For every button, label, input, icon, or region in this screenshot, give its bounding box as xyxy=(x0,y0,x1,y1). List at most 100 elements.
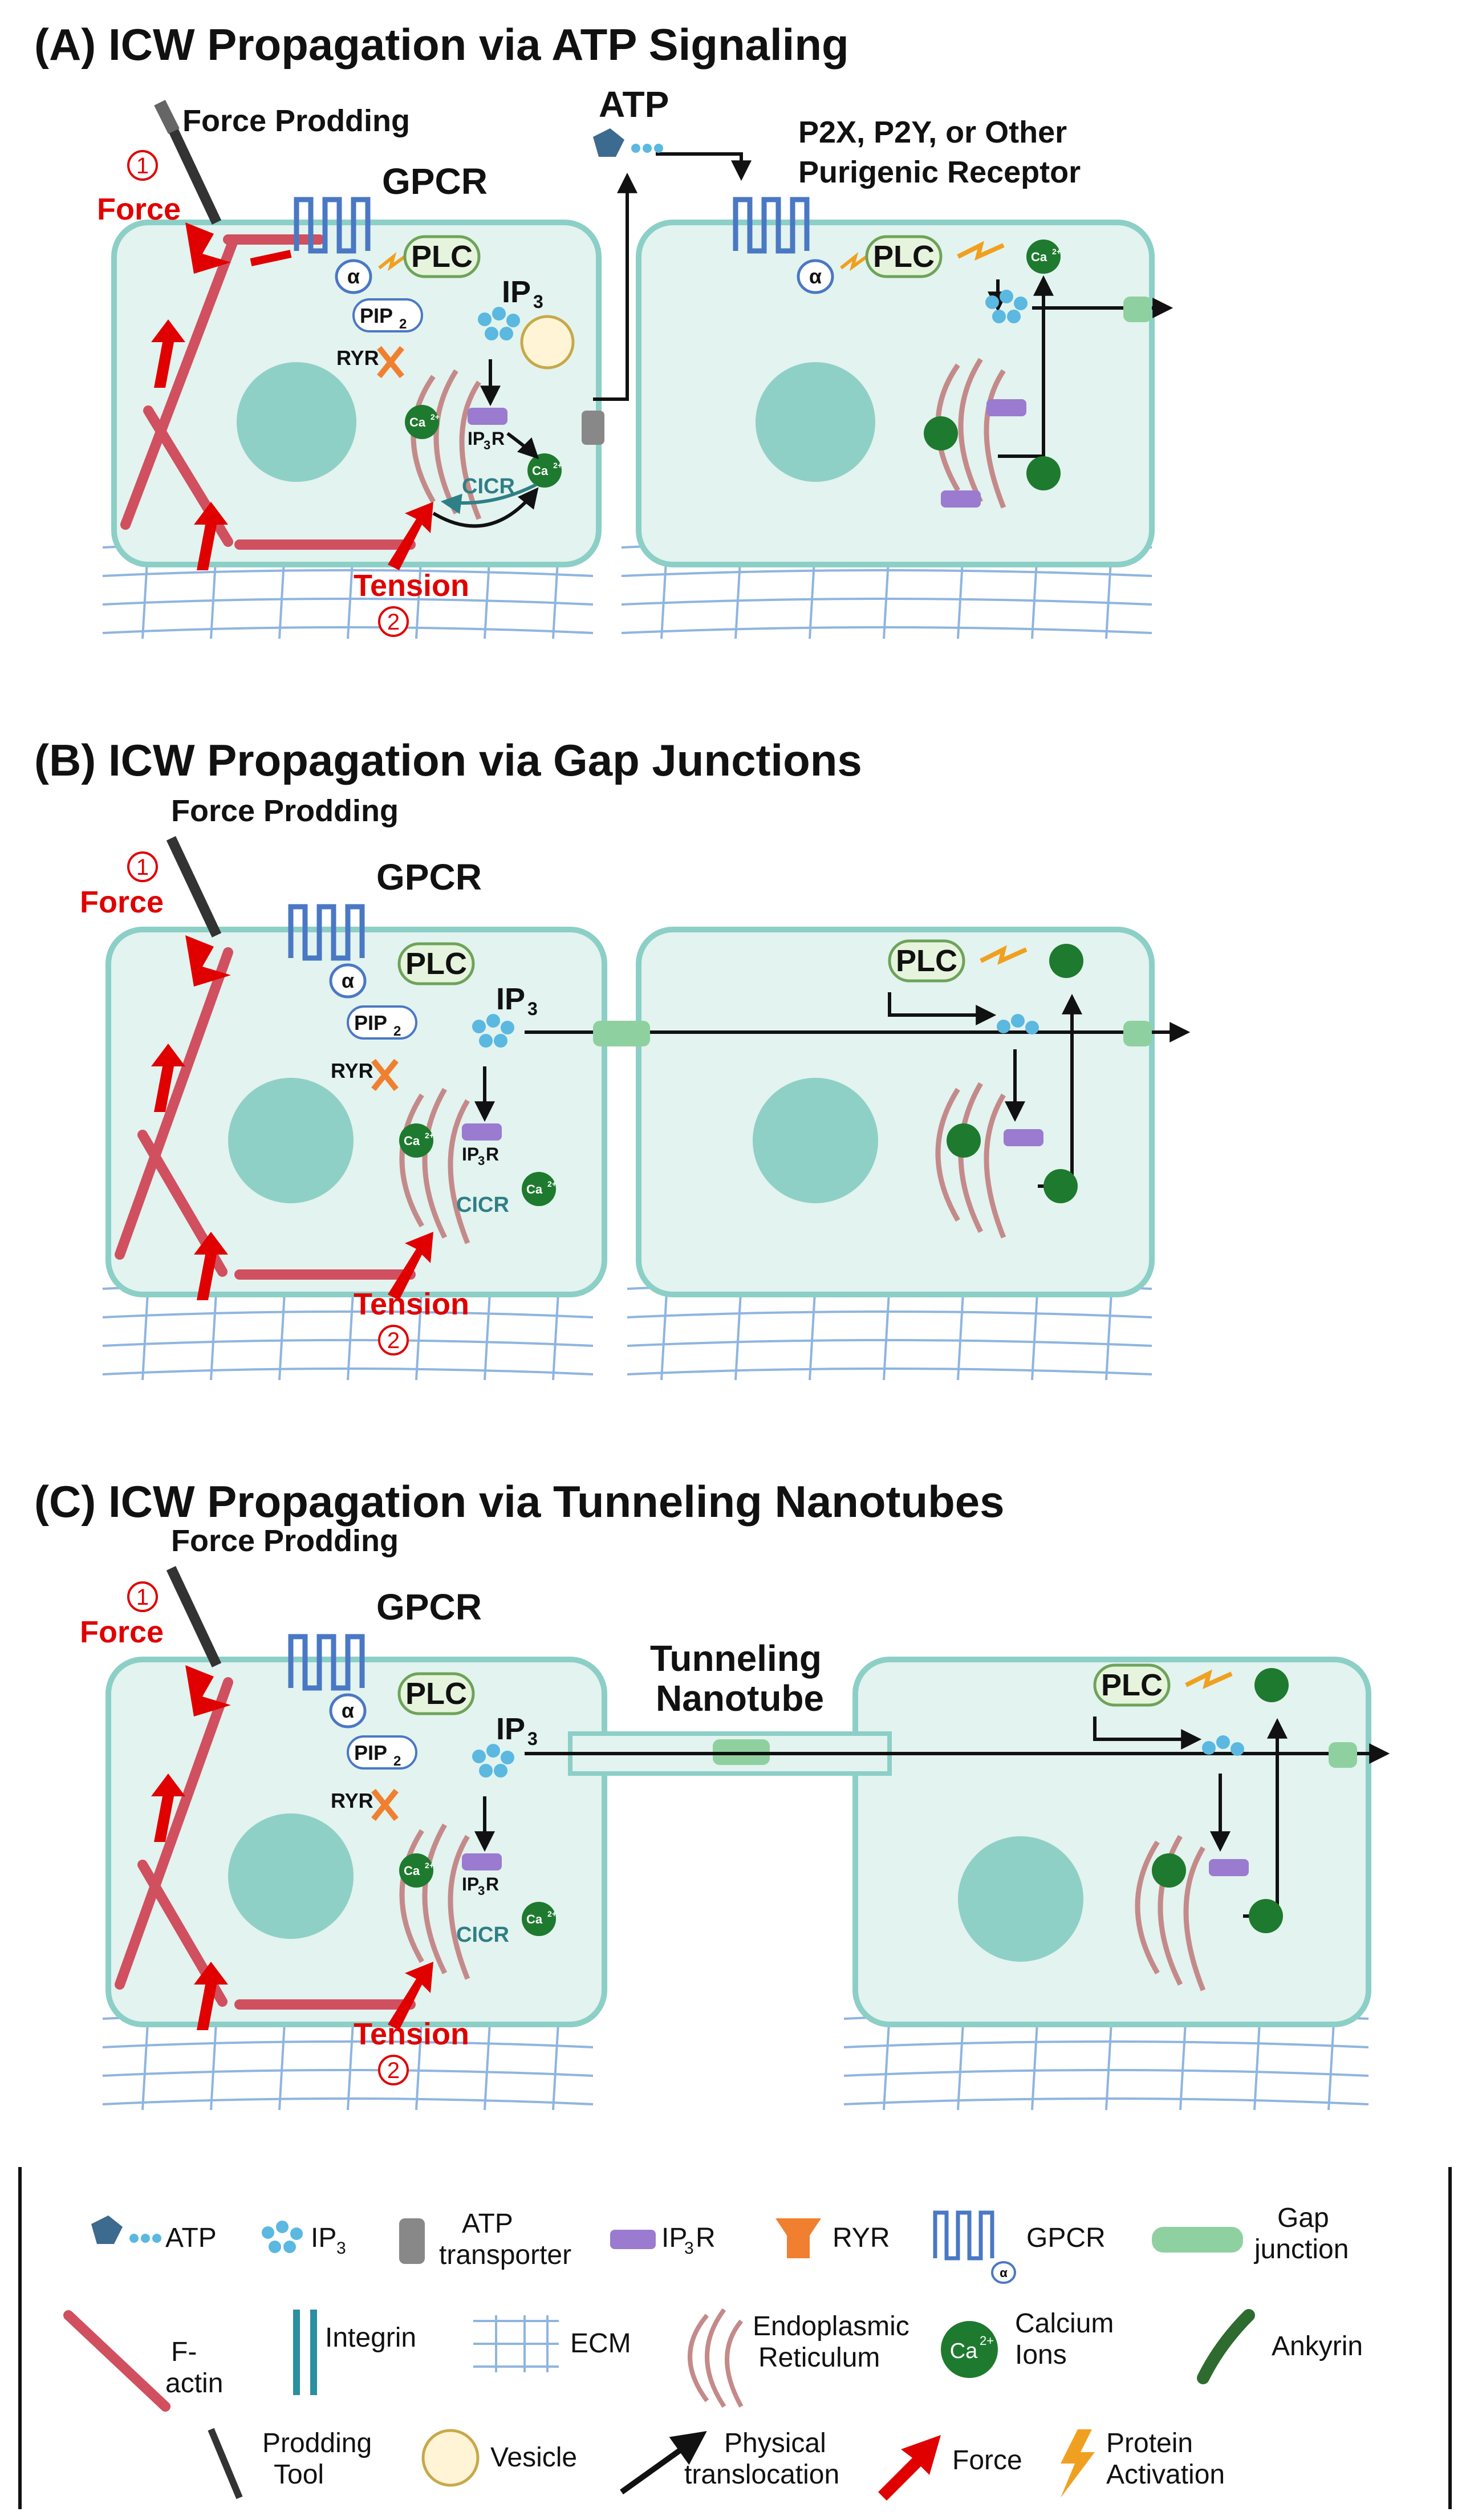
plc-enzyme xyxy=(1093,1663,1171,1707)
calcium-ion xyxy=(1249,1899,1283,1933)
ca-label: Ca xyxy=(532,464,549,478)
legend-ankyrin-icon xyxy=(1197,2309,1255,2384)
ip3r-suffix: R xyxy=(486,1144,499,1164)
ryr-channel xyxy=(371,1788,399,1821)
gap-junction xyxy=(1123,297,1152,322)
legend-ip3-sub: 3 xyxy=(336,2239,346,2258)
legend-g-alpha: α xyxy=(1000,2266,1008,2280)
plc-label: PLC xyxy=(1101,1668,1163,1702)
tension-label: Tension xyxy=(354,2017,469,2051)
legend-ankyrin: Ankyrin xyxy=(1272,2331,1363,2361)
legend-translocation-icon xyxy=(620,2431,707,2495)
calcium-ion xyxy=(1049,944,1083,978)
tension-label: Tension xyxy=(354,1287,469,1321)
gpcr-receptor xyxy=(294,197,371,254)
pip2-sub: 2 xyxy=(399,316,407,332)
force-prodding-label: Force Prodding xyxy=(171,1524,399,1558)
ca-sup: 2+ xyxy=(431,412,440,421)
ip3-label: IP xyxy=(496,982,525,1016)
legend: ATP IP 3 ATP transporter IP 3 R RYR α GP… xyxy=(18,2167,1452,2509)
g-alpha-label: α xyxy=(342,969,354,992)
step-2-marker xyxy=(378,606,409,637)
ca-label: Ca xyxy=(404,1864,420,1878)
tension-label: Tension xyxy=(354,569,469,603)
ryr-label: RYR xyxy=(331,1059,373,1082)
force-arrow xyxy=(151,935,433,1300)
legend-vesicle: Vesicle xyxy=(490,2442,577,2473)
gpcr-receptor xyxy=(288,1634,365,1691)
legend-f-actin-icon xyxy=(63,2310,170,2412)
legend-gap-junction-icon xyxy=(1152,2227,1243,2253)
ip3r-suffix: R xyxy=(492,428,505,449)
atp-label: ATP xyxy=(599,84,669,125)
gpcr-receptor xyxy=(288,904,365,961)
ip3r-suffix: R xyxy=(486,1874,499,1894)
nucleus xyxy=(237,362,356,482)
legend-gap-junction-1: Gap xyxy=(1277,2203,1329,2233)
legend-atp: ATP xyxy=(165,2223,217,2253)
pip2-label: PIP xyxy=(360,304,393,327)
legend-calcium-icon xyxy=(941,2321,998,2378)
step-1-number: 1 xyxy=(136,153,149,178)
legend-vesicle-icon xyxy=(421,2429,480,2487)
force-arrow xyxy=(151,222,433,570)
ca-label: Ca xyxy=(1031,250,1047,264)
vesicle xyxy=(520,315,575,370)
nanotube-label-line1: Tunneling xyxy=(650,1638,822,1679)
calcium-ion xyxy=(405,405,439,439)
calcium-ion xyxy=(924,416,958,451)
ip3r-channel xyxy=(941,490,981,508)
legend-er-2: Reticulum xyxy=(758,2343,880,2373)
atp-transporter xyxy=(582,411,604,445)
legend-ca: Ca xyxy=(950,2339,978,2363)
legend-force-icon xyxy=(878,2435,941,2501)
legend-ryr-icon xyxy=(775,2218,821,2258)
gap-junction xyxy=(593,1021,650,1046)
step-1-marker xyxy=(127,851,158,882)
step-1-number: 1 xyxy=(136,1585,149,1610)
step-2-number: 2 xyxy=(387,610,400,635)
legend-prodding-tool-icon xyxy=(208,2428,243,2499)
pip2-label: PIP xyxy=(354,1011,387,1034)
legend-gpcr: GPCR xyxy=(1026,2223,1106,2253)
legend-ip3r: IP xyxy=(661,2223,687,2253)
ryr-channel xyxy=(371,1058,399,1091)
legend-gpcr-icon xyxy=(933,2210,994,2261)
ca-label: Ca xyxy=(409,415,426,429)
ip3-cluster xyxy=(472,1014,514,1048)
ip3-cluster xyxy=(1202,1735,1244,1756)
ip3-sub: 3 xyxy=(533,291,543,312)
endoplasmic-reticulum xyxy=(399,1823,1206,1991)
nucleus xyxy=(756,362,875,482)
ca-label: Ca xyxy=(526,1182,543,1196)
ip3-cluster xyxy=(997,1014,1039,1034)
gpcr-label: GPCR xyxy=(376,857,482,898)
ip3r-channel xyxy=(468,408,507,425)
step-2-number: 2 xyxy=(387,1328,400,1353)
legend-ip3r-icon xyxy=(610,2230,656,2249)
calcium-ion xyxy=(1152,1853,1186,1888)
activation-bolt xyxy=(980,945,1028,965)
force-label: Force xyxy=(80,885,164,919)
calcium-ion xyxy=(1254,1668,1289,1702)
legend-ip3: IP xyxy=(311,2223,336,2253)
plc-enzyme xyxy=(888,939,965,983)
ip3-cluster xyxy=(985,290,1028,323)
ip3-sub: 3 xyxy=(527,999,538,1019)
plc-enzyme xyxy=(397,942,475,985)
ip3r-channel xyxy=(462,1853,502,1870)
ip3-cluster xyxy=(478,307,520,340)
nucleus xyxy=(753,1078,878,1203)
panel-c: (C) ICW Propagation via Tunneling Nanotu… xyxy=(34,1476,1390,2111)
ryr-label: RYR xyxy=(331,1789,373,1812)
g-alpha-subunit xyxy=(797,259,834,294)
step-1-marker xyxy=(127,150,158,181)
prodding-tool xyxy=(166,836,222,938)
legend-calcium-2: Ions xyxy=(1015,2340,1067,2370)
panel-a: (A) ICW Propagation via ATP Signaling xyxy=(34,19,1173,639)
force-prodding-label: Force Prodding xyxy=(171,794,399,828)
force-prodding-label: Force Prodding xyxy=(182,104,410,138)
plc-label: PLC xyxy=(411,240,473,274)
ca-sup: 2+ xyxy=(1052,247,1061,256)
